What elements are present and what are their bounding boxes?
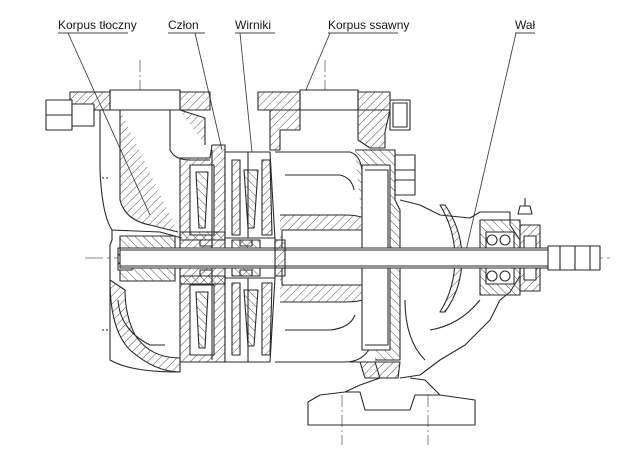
shaft bbox=[119, 239, 601, 277]
label-impellers: Wirniki bbox=[235, 18, 271, 32]
label-stage: Człon bbox=[168, 18, 199, 32]
label-suction-casing: Korpus ssawny bbox=[328, 18, 410, 32]
label-discharge-casing: Korpus tłoczny bbox=[58, 18, 137, 32]
label-shaft: Wał bbox=[515, 18, 536, 32]
bearing-housing bbox=[399, 198, 541, 379]
guide-vanes bbox=[179, 231, 286, 285]
